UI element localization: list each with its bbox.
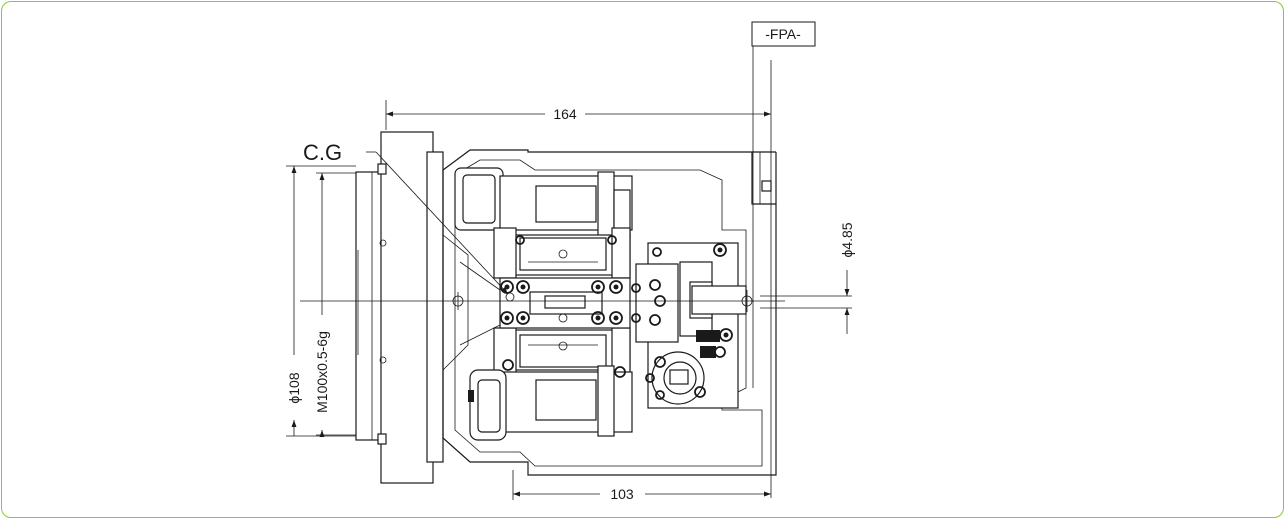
dim-outer-dia-label: ϕ108 bbox=[286, 372, 302, 403]
dim-length-164: 164 bbox=[553, 106, 577, 122]
upper-actuator bbox=[454, 167, 633, 279]
optical-axis bbox=[300, 290, 785, 312]
dimension-164: 164 bbox=[385, 100, 771, 130]
dimension-pixel-dia: ϕ4.85 bbox=[760, 222, 855, 334]
dim-length-103: 103 bbox=[610, 486, 634, 502]
cg-callout: C.G bbox=[303, 140, 515, 302]
detector-module bbox=[631, 242, 747, 409]
cg-label: C.G bbox=[303, 140, 342, 165]
dim-pixel-dia-label: ϕ4.85 bbox=[839, 222, 855, 257]
fpa-reference: -FPA- bbox=[751, 21, 816, 498]
dim-thread-label: M100x0.5-6g bbox=[314, 331, 330, 413]
dimension-thread: M100x0.5-6g bbox=[314, 172, 356, 438]
dimension-103: 103 bbox=[512, 470, 771, 502]
center-mechanism bbox=[499, 235, 631, 378]
lower-actuator bbox=[468, 327, 633, 441]
mount-flange bbox=[355, 131, 444, 484]
fpa-label: -FPA- bbox=[765, 26, 801, 42]
